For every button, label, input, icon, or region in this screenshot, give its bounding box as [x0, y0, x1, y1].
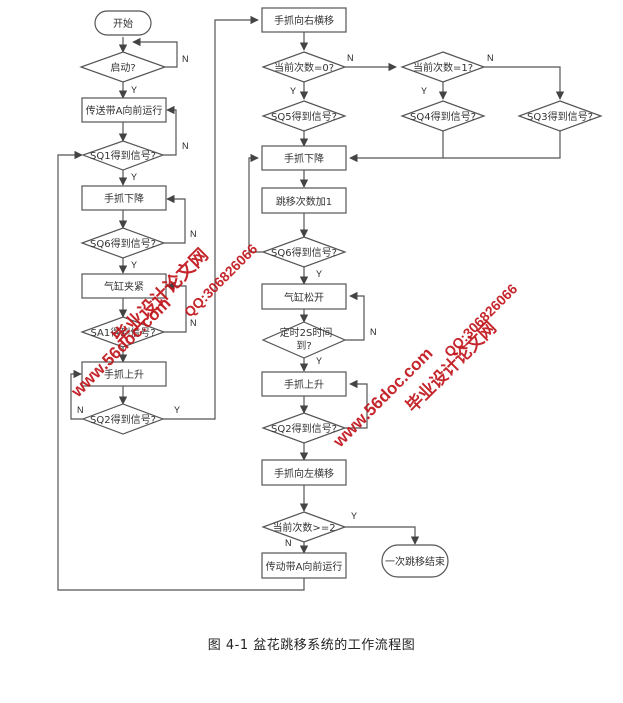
- edge-sq2b-no-loop: [345, 379, 368, 429]
- decision-sa1: SA1得到信号?: [80, 316, 166, 348]
- edge-sq6a-no-loop: [164, 194, 186, 244]
- edge-cnt1-no: [484, 66, 565, 100]
- decision-sq2-a: SQ2得到信号?: [81, 403, 165, 435]
- decision-sq6-b: SQ6得到信号?: [261, 236, 347, 268]
- decision-sq1: SQ1得到信号?: [81, 140, 165, 171]
- decision-start: 启动?: [79, 51, 167, 83]
- edge-timer-no-loop: [345, 291, 365, 341]
- node-label: 跳移次数加1: [276, 195, 332, 208]
- edge-sa1-no-loop: [164, 281, 187, 333]
- node-label: 气缸夹紧: [104, 280, 144, 293]
- process-gripper-right: 手抓向右横移: [261, 7, 347, 33]
- edge-sq1-no-loop: [163, 105, 177, 156]
- label-no: N: [347, 53, 354, 63]
- node-label: 一次跳移结束: [385, 555, 445, 568]
- node-label-line2: 到?: [296, 340, 311, 352]
- node-label-line1: 定时2S时间: [280, 326, 333, 339]
- process-cylinder-clamp: 气缸夹紧: [81, 273, 167, 299]
- process-belt-run-1: 传送带A向前运行: [81, 97, 167, 123]
- label-yes: Y: [316, 356, 322, 366]
- label-yes: Y: [421, 86, 427, 96]
- node-label: SQ1得到信号?: [90, 150, 156, 162]
- process-belt-run-2: 传动带A向前运行: [261, 552, 347, 579]
- label-no: N: [190, 229, 197, 239]
- label-yes: Y: [351, 511, 357, 521]
- label-no: N: [77, 405, 84, 415]
- node-label: 手抓上升: [284, 378, 324, 391]
- label-no: N: [182, 54, 189, 64]
- node-label: 手抓向左横移: [274, 467, 334, 480]
- node-label: 开始: [113, 17, 133, 30]
- edge-sq3-to-down2: [349, 131, 561, 163]
- edge-sq2a-yes: [163, 15, 259, 420]
- label-no: N: [487, 53, 494, 63]
- edge-sq6b-no-loop: [248, 153, 263, 253]
- process-gripper-up-1: 手抓上升: [81, 361, 167, 387]
- node-label: 手抓上升: [104, 368, 144, 381]
- label-no: N: [182, 141, 189, 151]
- label-yes: Y: [131, 85, 137, 95]
- node-label: 传送带A向前运行: [86, 104, 163, 117]
- process-cylinder-release: 气缸松开: [261, 283, 347, 310]
- label-yes: Y: [131, 172, 137, 182]
- node-label: 启动?: [110, 61, 135, 74]
- decision-sq3: SQ3得到信号?: [517, 100, 603, 132]
- label-no: N: [190, 318, 197, 328]
- edge-sq2a-no-loop: [70, 369, 83, 420]
- node-label: SQ4得到信号?: [410, 111, 476, 123]
- label-yes: Y: [131, 260, 137, 270]
- node-label: SQ2得到信号?: [271, 423, 337, 435]
- node-label: 当前次数=0?: [274, 61, 334, 74]
- decision-timer: 定时2S时间 到?: [261, 321, 347, 359]
- node-label: 手抓下降: [104, 192, 144, 205]
- process-gripper-down-1: 手抓下降: [81, 185, 167, 211]
- node-label: 传动带A向前运行: [266, 560, 343, 573]
- decision-sq6-a: SQ6得到信号?: [80, 227, 166, 259]
- decision-count-1: 当前次数=1?: [400, 51, 486, 83]
- edge-start-q-no-loop: [132, 37, 178, 68]
- node-label: 当前次数=1?: [413, 61, 473, 74]
- decision-sq2-b: SQ2得到信号?: [261, 412, 347, 444]
- process-gripper-left: 手抓向左横移: [261, 459, 347, 486]
- label-yes: Y: [290, 86, 296, 96]
- node-label: 当前次数>=2: [272, 521, 335, 534]
- node-end: 一次跳移结束: [381, 544, 449, 578]
- edges: [57, 15, 305, 591]
- node-label: SQ3得到信号?: [527, 111, 593, 123]
- process-increment-count: 跳移次数加1: [261, 187, 347, 214]
- label-no: N: [370, 327, 377, 337]
- decision-count-ge-2: 当前次数>=2: [261, 511, 347, 543]
- decision-sq5: SQ5得到信号?: [261, 100, 347, 132]
- node-label: 手抓向右横移: [274, 14, 334, 27]
- node-label: 手抓下降: [284, 152, 324, 165]
- node-label: SQ5得到信号?: [271, 111, 337, 123]
- node-label: SQ6得到信号?: [271, 247, 337, 259]
- edge-labels: N Y N Y N Y N N Y N Y N Y Y N Y Y N: [77, 53, 494, 548]
- label-no: N: [285, 538, 292, 548]
- decision-count-0: 当前次数=0?: [261, 51, 347, 83]
- label-yes: Y: [316, 269, 322, 279]
- watermark-right: www.56doc.com 毕业设计论文网 QQ:306826066: [329, 280, 521, 451]
- figure-caption: 图 4-1 盆花跳移系统的工作流程图: [207, 638, 416, 653]
- process-gripper-down-2: 手抓下降: [261, 145, 347, 171]
- decision-sq4: SQ4得到信号?: [400, 100, 486, 132]
- node-label: 气缸松开: [284, 291, 324, 304]
- node-label: SQ2得到信号?: [90, 414, 156, 426]
- edges-right: [248, 32, 565, 554]
- node-start: 开始: [94, 10, 152, 36]
- node-label: SQ6得到信号?: [90, 238, 156, 250]
- edge-belt2-return: [57, 150, 305, 591]
- edge-cnt2-yes: [345, 526, 420, 545]
- process-gripper-up-2: 手抓上升: [261, 371, 347, 397]
- label-yes: Y: [174, 405, 180, 415]
- node-label: SA1得到信号?: [90, 327, 155, 339]
